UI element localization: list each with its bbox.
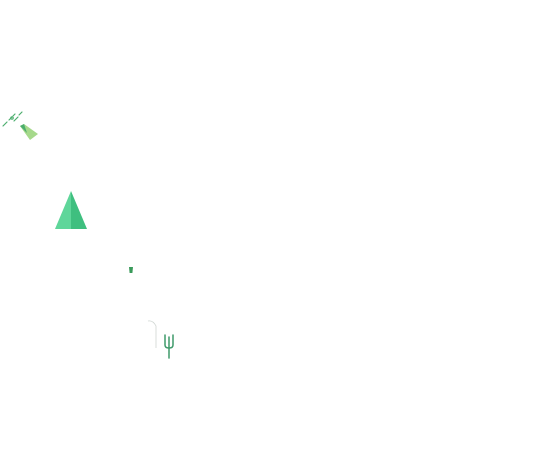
satellite-beam-icon xyxy=(2,111,38,140)
cone-icon xyxy=(55,191,87,229)
small-cup-icon xyxy=(129,267,133,273)
antenna-fork-icon xyxy=(147,320,174,359)
